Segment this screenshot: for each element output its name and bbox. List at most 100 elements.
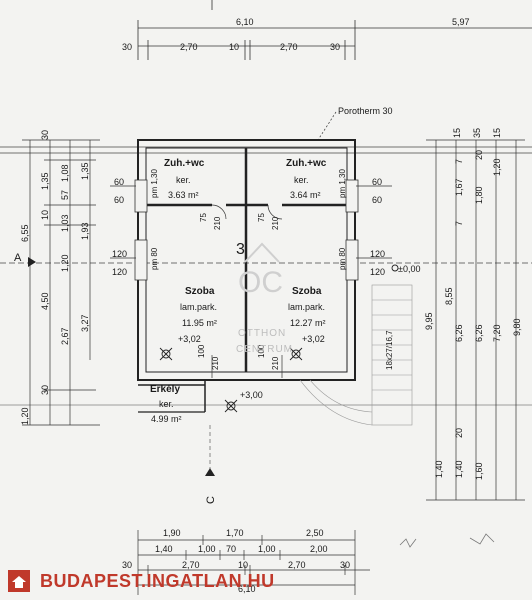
right-f-0: 15	[492, 128, 502, 138]
left-mark-3: 120	[112, 267, 127, 277]
top-dimensions	[137, 0, 532, 60]
door-wc-left-h: 210	[213, 216, 222, 230]
top-seg-3: 10	[229, 42, 239, 52]
left-mark-2: 120	[112, 249, 127, 259]
bottom-r3-4: 30	[340, 560, 350, 570]
right-e-1: 35	[472, 128, 482, 138]
right-col-b: 8,55	[444, 287, 454, 305]
watermark-name: OTTHON	[238, 328, 286, 339]
left-c3-1: 1,93	[80, 222, 90, 240]
bottom-r2-3: 1,00	[258, 544, 276, 554]
bottom-total: 6,10	[238, 584, 256, 594]
top-total-left: 6,10	[236, 17, 254, 27]
wall-label: Porotherm 30	[338, 106, 393, 116]
left-mark-1: 60	[114, 195, 124, 205]
left-c1-1: 1,35	[40, 172, 50, 190]
balcony-area: 4.99 m²	[151, 414, 182, 424]
room-left-level: +3,02	[178, 334, 201, 344]
brand-bar: BUDAPEST.INGATLAN.HU	[0, 567, 532, 600]
brand-name[interactable]: BUDAPEST.INGATLAN.HU	[40, 571, 275, 591]
right-col-a: 9,95	[424, 312, 434, 330]
right-mark-3: 120	[370, 267, 385, 277]
left-c3-2: 3,27	[80, 314, 90, 332]
bottom-r1-0: 1,90	[163, 528, 181, 538]
right-dimension-lines	[356, 139, 525, 501]
door-wc-left-w: 75	[199, 213, 208, 222]
left-c2-2: 1,03	[60, 214, 70, 232]
watermark: OC OTTHON CENTRUM	[236, 242, 293, 355]
right-f-1: 9,80	[512, 318, 522, 336]
reference-lines	[0, 146, 532, 406]
right-mark-2: 120	[370, 249, 385, 259]
right-d-3: 20	[454, 428, 464, 438]
window-room-right	[345, 239, 359, 281]
room-left-area: 11.95 m²	[182, 318, 217, 328]
left-c1-3: 4,50	[40, 292, 50, 310]
left-c1-0: 30	[40, 130, 50, 140]
right-c-1: 1,67	[454, 178, 464, 196]
room-window-right-label: pm 80	[338, 247, 347, 270]
door-wc-right-w: 75	[257, 213, 266, 222]
windows	[134, 179, 359, 281]
right-e-4: 1,60	[474, 462, 484, 480]
left-mark-0: 60	[114, 177, 124, 187]
left-c2-0: 1,08	[60, 164, 70, 182]
top-seg-5: 30	[330, 42, 340, 52]
wc-window-left-label: pm 1,30	[150, 169, 159, 198]
door-wc-right-h: 210	[271, 216, 280, 230]
balcony-level: +3,00	[240, 390, 263, 400]
ground-level: ±0,00	[398, 264, 420, 274]
right-e-2: 1,20	[492, 158, 502, 176]
room-right-title: Szoba	[292, 286, 322, 297]
stair-label: 18x27/16,7	[385, 330, 394, 370]
bottom-r3-1: 2,70	[182, 560, 200, 570]
door-room-right-h: 210	[271, 356, 280, 370]
wc-left-title: Zuh.+wc	[164, 158, 205, 169]
door-room-right-w: 100	[257, 344, 266, 358]
left-c2-1: 57	[60, 190, 70, 200]
left-c1-2: 10	[40, 210, 50, 220]
right-d-2: 6,26	[474, 324, 484, 342]
right-e-3: 7,20	[492, 324, 502, 342]
room-right-floor: lam.park.	[288, 302, 325, 312]
axis-a-arrow	[28, 257, 36, 267]
top-seg-2: 2,70	[180, 42, 198, 52]
right-mark-1: 60	[372, 195, 382, 205]
wc-left-floor: ker.	[176, 175, 191, 185]
bottom-r2-2: 70	[226, 544, 236, 554]
top-total-right: 5,97	[452, 17, 470, 27]
axis-c-label: C	[205, 496, 217, 504]
door-arcs	[211, 204, 283, 378]
bottom-r2-1: 1,00	[198, 544, 216, 554]
house-logo-icon	[8, 570, 30, 592]
left-c3-0: 1,35	[80, 162, 90, 180]
room-left-floor: lam.park.	[180, 302, 217, 312]
window-wc-right	[345, 179, 359, 213]
left-c2-3: 1,20	[60, 254, 70, 272]
bottom-r3-3: 2,70	[288, 560, 306, 570]
wc-window-right-label: pm 1,30	[338, 169, 347, 198]
bottom-r2-4: 2,00	[310, 544, 328, 554]
room-window-left-label: pm 80	[150, 247, 159, 270]
axis-a-label: A	[14, 252, 22, 264]
right-c-3: 6,26	[454, 324, 464, 342]
right-mark-0: 60	[372, 177, 382, 187]
room-right-area: 12.27 m²	[290, 318, 326, 328]
bottom-r3-2: 10	[238, 560, 248, 570]
left-c2-4: 2,67	[60, 327, 70, 345]
bottom-r2-0: 1,40	[155, 544, 173, 554]
unit-number: 3	[236, 241, 245, 258]
right-c-2: 7	[454, 221, 464, 226]
door-room-left-w: 100	[197, 344, 206, 358]
top-seg-1: 30	[122, 42, 132, 52]
room-right-level: +3,02	[302, 334, 325, 344]
window-wc-left	[134, 179, 148, 213]
balcony-title: Erkély	[150, 384, 180, 395]
watermark-sub: CENTRUM	[236, 344, 293, 355]
level-marks	[159, 264, 399, 413]
watermark-mark: OC	[238, 266, 283, 299]
bottom-r1-2: 2,50	[306, 528, 324, 538]
top-seg-4: 2,70	[280, 42, 298, 52]
room-left-title: Szoba	[185, 286, 215, 297]
